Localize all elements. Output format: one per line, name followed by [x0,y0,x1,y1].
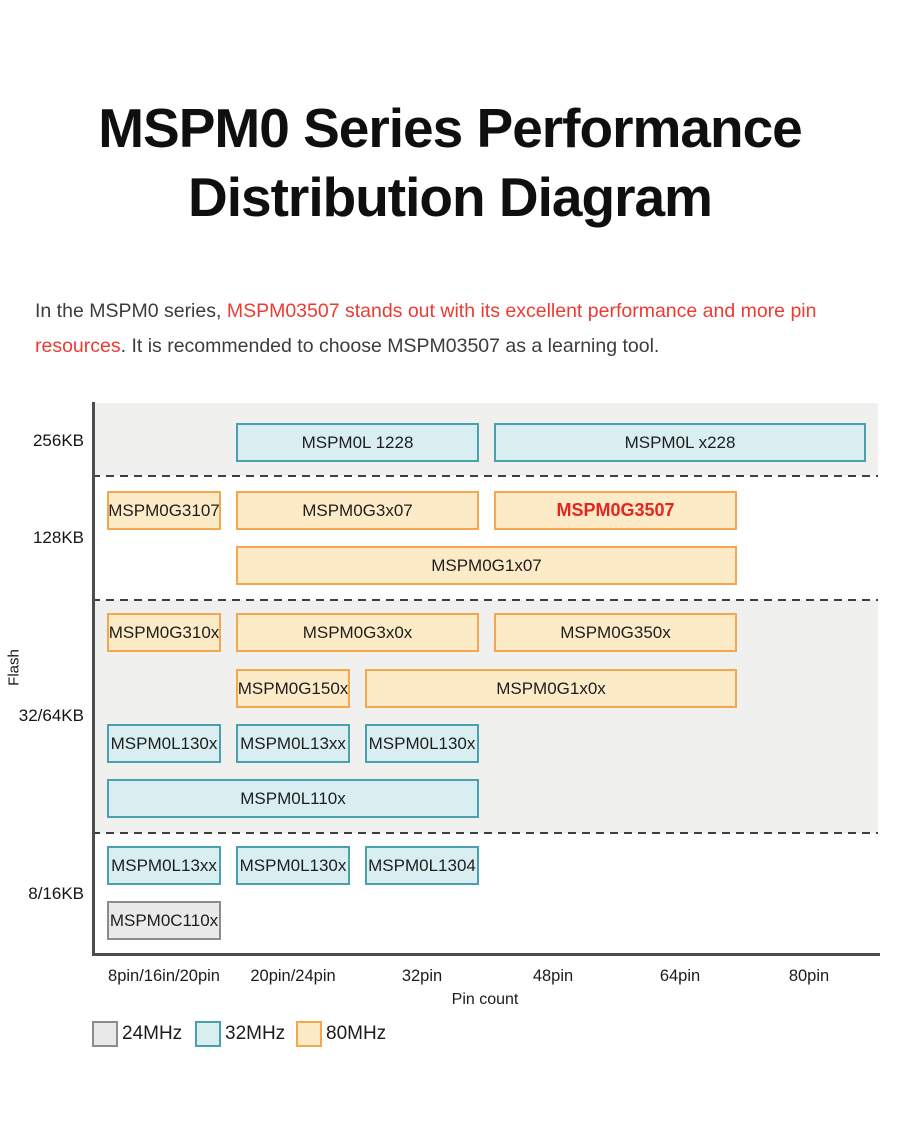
legend-item-24mhz: 24MHz [92,1021,182,1047]
chip-box-mspm0g3x07: MSPM0G3x07 [236,491,479,530]
chip-box-mspm0l110x: MSPM0L110x [107,779,479,818]
legend-swatch-24mhz [92,1021,118,1047]
x-axis-line [92,953,880,956]
chip-box-mspm0c110x: MSPM0C110x [107,901,221,940]
chip-box-mspm0l-x228: MSPM0L x228 [494,423,866,462]
chip-box-mspm0l130x: MSPM0L130x [365,724,479,763]
chip-box-mspm0l130x: MSPM0L130x [236,846,350,885]
chip-box-mspm0l-1228: MSPM0L 1228 [236,423,479,462]
y-tick-label: 32/64KB [18,706,84,725]
y-tick-label: 256KB [32,431,84,450]
chip-box-mspm0l13xx: MSPM0L13xx [107,846,221,885]
legend-swatch-32mhz [195,1021,221,1047]
x-tick-label: 32pin [401,967,443,985]
x-tick-label: 48pin [532,967,574,985]
chip-box-mspm0g3x0x: MSPM0G3x0x [236,613,479,652]
intro-text-start: In the MSPM0 series, [35,300,227,322]
chip-box-mspm0g1x07: MSPM0G1x07 [236,546,737,585]
y-axis-title: Flash [5,649,23,686]
page-title: MSPM0 Series Performance Distribution Di… [0,94,900,232]
chip-box-mspm0g3107: MSPM0G3107 [107,491,221,530]
chip-box-mspm0g350x: MSPM0G350x [494,613,737,652]
page-title-line1: MSPM0 Series Performance [98,97,803,159]
page-title-line2: Distribution Diagram [188,166,713,228]
legend-item-80mhz: 80MHz [296,1021,386,1047]
chip-box-mspm0g3507: MSPM0G3507 [494,491,737,530]
chip-box-mspm0g310x: MSPM0G310x [107,613,221,652]
x-axis-title: Pin count [451,991,519,1008]
y-tick-label: 8/16KB [28,884,84,903]
legend-label: 32MHz [225,1023,286,1044]
chip-box-mspm0l1304: MSPM0L1304 [365,846,479,885]
chip-box-mspm0l130x: MSPM0L130x [107,724,221,763]
legend-item-32mhz: 32MHz [195,1021,285,1047]
intro-text-end: . It is recommended to choose MSPM03507 … [120,335,660,357]
band-separator-line [92,475,878,477]
legend-swatch-80mhz [296,1021,322,1047]
band-separator-line [92,599,878,601]
x-tick-label: 64pin [659,967,701,985]
chip-box-mspm0g150x: MSPM0G150x [236,669,350,708]
y-tick-label: 128KB [32,528,84,547]
y-axis-line [92,402,95,956]
intro-paragraph: In the MSPM0 series, MSPM03507 stands ou… [35,294,880,364]
chip-box-mspm0l13xx: MSPM0L13xx [236,724,350,763]
x-tick-label: 8pin/16in/20pin [108,967,220,985]
x-tick-label: 20pin/24pin [250,967,336,985]
intro-text-highlight: MSPM03507 stands out with its excellent … [35,300,817,357]
legend-label: 24MHz [122,1023,183,1044]
x-tick-label: 80pin [788,967,830,985]
band-separator-line [92,832,878,834]
legend-label: 80MHz [326,1023,387,1044]
chip-box-mspm0g1x0x: MSPM0G1x0x [365,669,737,708]
